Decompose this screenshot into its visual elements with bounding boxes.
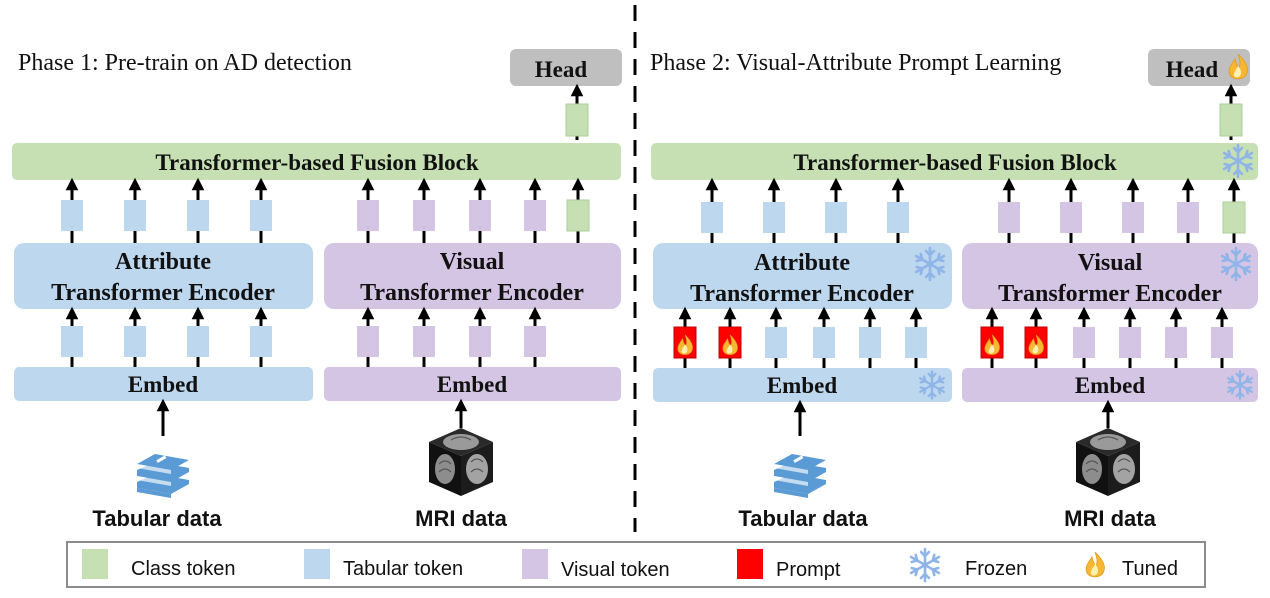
phase2-embed-right-label: Embed — [1075, 373, 1146, 398]
phase1-fusion-label: Transformer-based Fusion Block — [155, 150, 478, 175]
legend-visual-label: Visual token — [561, 559, 670, 581]
phase1-mri-label: MRI data — [415, 506, 507, 531]
phase1-title: Phase 1: Pre-train on AD detection — [18, 50, 352, 76]
phase2-upper-tokens — [701, 201, 1246, 234]
phase1-embed-right-label: Embed — [437, 372, 508, 397]
phase1-attribute-encoder — [14, 243, 313, 309]
phase2-vis-enc-line2: Transformer Encoder — [998, 281, 1222, 307]
phase2-fusion-block — [651, 143, 1258, 180]
phase2-embed-left-label: Embed — [767, 373, 838, 398]
phase2-attr-enc-line2: Transformer Encoder — [690, 281, 914, 307]
phase2-attribute-encoder — [653, 243, 952, 309]
phase2-fusion-arrows — [705, 177, 1241, 243]
phase1-head-label: Head — [535, 57, 588, 82]
phase2-embed-left — [653, 368, 952, 402]
phase1-visual-encoder — [324, 243, 621, 309]
phase2-fusion-label: Transformer-based Fusion Block — [793, 150, 1116, 175]
phase2-visual-encoder — [962, 243, 1258, 309]
phase1-upper-tokens — [61, 199, 590, 232]
phase1-embed-left — [14, 367, 313, 401]
phase2-mri-label: MRI data — [1064, 506, 1156, 531]
phase1-attr-enc-line1: Attribute — [115, 249, 211, 275]
mri-cube-icon — [429, 428, 493, 496]
phase2-lower-tokens — [673, 326, 1233, 359]
book-icon — [774, 454, 826, 498]
legend-class-swatch — [82, 549, 108, 579]
phase2-head-box — [1148, 49, 1250, 86]
legend-box — [66, 541, 1206, 588]
legend-prompt-swatch — [737, 549, 763, 579]
phase1-tabular-label: Tabular data — [92, 506, 222, 531]
mri-cube-icon — [1076, 428, 1140, 496]
legend-tabular-swatch — [304, 549, 330, 579]
phase2-title: Phase 2: Visual-Attribute Prompt Learnin… — [650, 50, 1061, 76]
phase2-attr-enc-line1: Attribute — [754, 250, 850, 276]
legend-prompt-label: Prompt — [776, 559, 841, 581]
legend-tuned-label: Tuned — [1122, 558, 1178, 580]
phase1-fusion-block — [12, 143, 621, 180]
phase2-tabular-label: Tabular data — [738, 506, 868, 531]
phase1-vis-enc-line2: Transformer Encoder — [360, 280, 584, 306]
phase1-embed-right — [324, 367, 621, 401]
phase2-embed-right — [962, 368, 1258, 402]
book-icon — [137, 454, 189, 498]
legend-class-label: Class token — [131, 558, 236, 580]
phase1-lower-tokens — [61, 326, 546, 357]
legend-visual-swatch — [522, 549, 548, 579]
phase2-head-label: Head — [1166, 57, 1219, 82]
phase1-vis-enc-line1: Visual — [440, 249, 505, 275]
phase2-head-class-token — [1219, 103, 1243, 137]
phase1-fusion-arrows — [65, 177, 585, 243]
legend-tabular-label: Tabular token — [343, 558, 463, 580]
phase1-head-box — [510, 49, 622, 86]
phase1-embed-left-label: Embed — [128, 372, 199, 397]
legend-frozen-label: Frozen — [965, 558, 1027, 580]
phase1-head-class-token — [565, 103, 589, 137]
phase2-vis-enc-line1: Visual — [1078, 250, 1143, 276]
phase1-attr-enc-line2: Transformer Encoder — [51, 280, 275, 306]
